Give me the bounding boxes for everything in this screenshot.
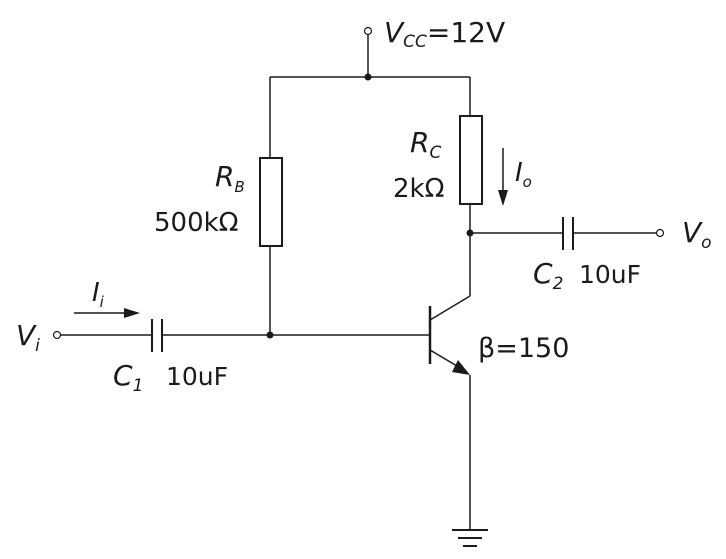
vo-label: Vo [682,216,712,253]
rb-value: 500kΩ [154,208,239,238]
c1-value: 10uF [166,362,228,391]
ii-arrow-head [124,308,140,318]
vo-terminal [655,228,665,238]
io-arrow-head [498,190,508,206]
ii-label: Ii [92,278,105,311]
emitter-arrow-head [452,360,470,375]
rb-symbol: RB [215,160,245,196]
top-junction [364,73,372,81]
c2-symbol: C2 [533,257,563,294]
rc-symbol: RC [410,126,441,163]
beta-label: β=150 [478,333,569,364]
rb-resistor [259,157,283,247]
vi-terminal [52,330,62,340]
transistor-collector-lead [429,295,471,321]
io-label: Io [515,158,532,191]
c2-value: 10uF [579,260,641,289]
rc-resistor [459,115,483,205]
base-junction [266,331,274,339]
rc-value: 2kΩ [393,174,444,204]
c1-symbol: C1 [113,359,143,396]
vcc-label: VCC=12V [384,16,505,52]
vcc-terminal [363,26,373,36]
vi-label: Vi [16,319,40,356]
